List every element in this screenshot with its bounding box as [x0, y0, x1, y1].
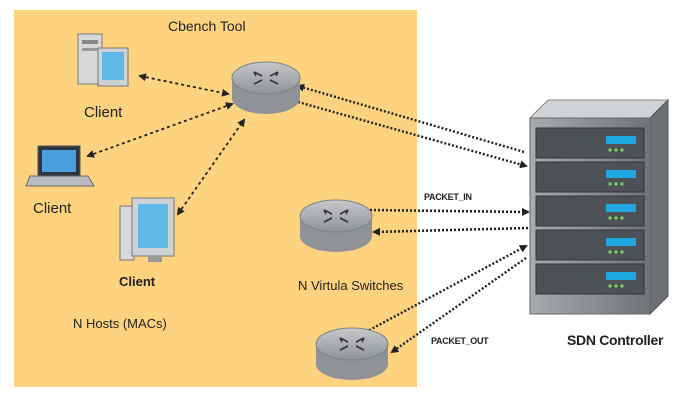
workstation-icon: [119, 197, 175, 262]
connection-lines: [86, 73, 530, 354]
link-bottom-controller-a: [361, 244, 528, 336]
link-client-a: [138, 73, 230, 97]
diagram-title: Cbench Tool: [168, 18, 246, 34]
link-client-b: [86, 102, 234, 158]
desktop-computer-icon: [77, 33, 129, 87]
client-label-c: Client: [119, 274, 156, 289]
server-units: [535, 127, 645, 295]
link-client-c: [176, 118, 246, 216]
hosts-label: N Hosts (MACs): [73, 316, 167, 331]
link-hub-controller-b: [297, 100, 528, 169]
link-hub-controller-a: [296, 83, 525, 154]
client-label-a: Client: [84, 104, 123, 121]
sdn-controller-server-icon: [528, 98, 670, 316]
switches-label: N Virtula Switches: [298, 278, 404, 293]
bottom-switch-icon: [315, 327, 389, 380]
link-bottom-controller-b: [390, 257, 527, 354]
packet-out-label: PACKET_OUT: [431, 336, 489, 346]
client-label-b: Client: [33, 200, 72, 217]
hub-switch-icon: [231, 61, 301, 114]
packet-in-label: PACKET_IN: [424, 192, 472, 202]
laptop-icon: [25, 145, 95, 187]
virtual-switch-icon: [299, 199, 373, 252]
link-packet-out: [372, 226, 529, 236]
controller-label: SDN Controller: [567, 332, 664, 348]
